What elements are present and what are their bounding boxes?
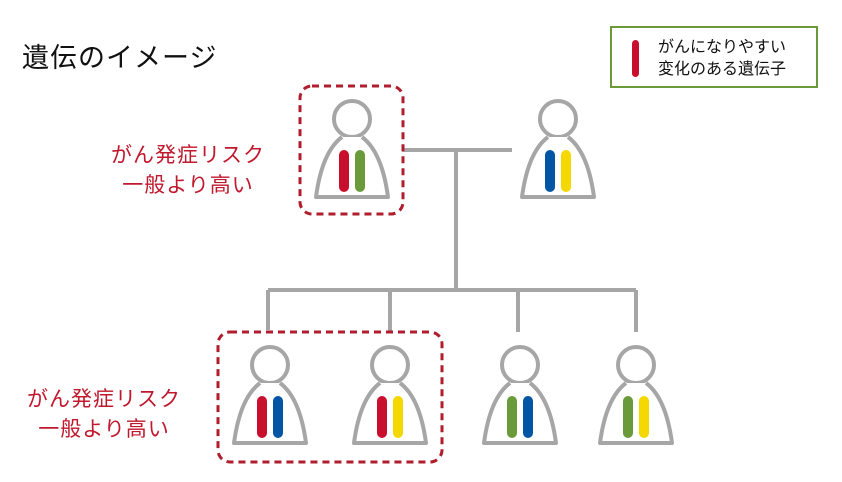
person-body xyxy=(314,135,390,199)
gene-bar-green xyxy=(507,396,517,438)
children-risk-line-1: がん発症リスク xyxy=(27,387,181,411)
person-head xyxy=(538,99,578,139)
person-body xyxy=(352,381,428,445)
children-risk-label: がん発症リスク 一般より高い xyxy=(14,384,194,444)
person-head xyxy=(616,345,656,385)
gene-bar-blue xyxy=(523,396,533,438)
gene-bar-red xyxy=(257,396,267,438)
legend-box: がんになりやすい 変化のある遺伝子 xyxy=(610,26,818,88)
page-title: 遺伝のイメージ xyxy=(22,43,218,74)
person-body xyxy=(232,381,308,445)
person-body xyxy=(482,381,558,445)
person-body xyxy=(598,381,674,445)
person-head xyxy=(370,345,410,385)
gene-bar-green xyxy=(355,150,365,192)
legend-text: がんになりやすい 変化のある遺伝子 xyxy=(658,36,786,80)
gene-bar-yellow xyxy=(393,396,403,438)
person-parent-right xyxy=(520,99,596,199)
person-head xyxy=(332,99,372,139)
person-head xyxy=(500,345,540,385)
children-risk-box xyxy=(216,330,444,464)
children-risk-line-2: 一般より高い xyxy=(38,417,170,441)
person-head xyxy=(250,345,290,385)
person-child-1 xyxy=(232,345,308,445)
parent-risk-line-1: がん発症リスク xyxy=(111,143,265,167)
parent-risk-label: がん発症リスク 一般より高い xyxy=(98,140,278,200)
gene-bar-yellow xyxy=(561,150,571,192)
person-parent-left xyxy=(314,99,390,199)
person-body xyxy=(520,135,596,199)
gene-bar-red xyxy=(377,396,387,438)
people-group xyxy=(232,99,674,445)
parent-risk-box xyxy=(298,84,405,216)
gene-bar-blue xyxy=(273,396,283,438)
gene-bar-red xyxy=(339,150,349,192)
legend-line-2: 変化のある遺伝子 xyxy=(658,59,787,78)
parent-risk-line-2: 一般より高い xyxy=(122,173,254,197)
gene-bar-green xyxy=(623,396,633,438)
person-child-4 xyxy=(598,345,674,445)
legend-line-1: がんになりやすい xyxy=(658,37,787,56)
person-child-2 xyxy=(352,345,428,445)
person-child-3 xyxy=(482,345,558,445)
tree-connectors xyxy=(266,148,638,332)
legend-swatch xyxy=(632,40,639,77)
gene-bar-blue xyxy=(545,150,555,192)
gene-bar-yellow xyxy=(639,396,649,438)
